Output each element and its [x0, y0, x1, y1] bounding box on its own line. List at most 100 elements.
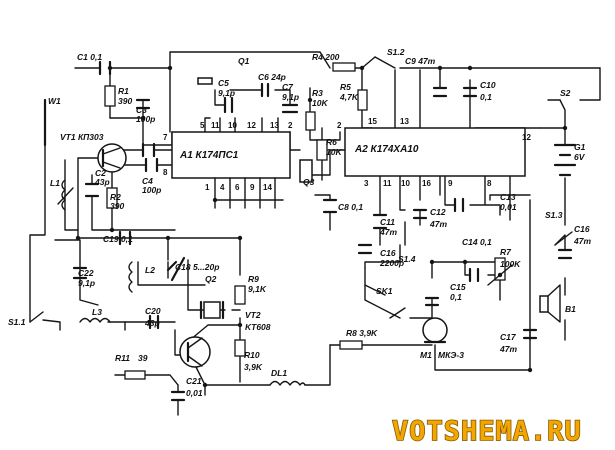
label-r7: R7 — [500, 247, 512, 257]
a1-pin-6: 6 — [235, 183, 240, 192]
label-c17: C17 — [500, 332, 517, 342]
battery-g1 — [553, 143, 577, 177]
label-c20-value: 43p — [144, 318, 160, 328]
label-c15: C15 — [450, 282, 466, 292]
a2-pin-16: 16 — [422, 179, 431, 188]
label-q2: Q2 — [205, 274, 217, 284]
a1-pin-9: 9 — [250, 183, 255, 192]
label-r10-value: 3,9K — [244, 362, 263, 372]
chip-a1: A1 К174ПС1 — [171, 131, 291, 209]
a2-pin-15: 15 — [368, 117, 377, 126]
label-c3-value: 100p — [136, 114, 155, 124]
label-r1: R1 — [118, 86, 129, 96]
a2-pin-3: 3 — [364, 179, 369, 188]
label-c18: C18 5...20p — [175, 262, 219, 272]
a1-pin-4: 4 — [220, 183, 225, 192]
a1-pin-14: 14 — [263, 183, 272, 192]
label-c13-value: 0,01 — [500, 202, 517, 212]
label-c22-value: 9,1p — [78, 278, 95, 288]
component-labels: C1 0,1 R1 390 C3 100p VT1 КП303 C2 43p R… — [48, 52, 591, 398]
label-c3: C3 — [136, 105, 147, 115]
label-r2: R2 — [110, 192, 121, 202]
label-c17-value: 47m — [499, 344, 517, 354]
a1-pin-1: 1 — [205, 183, 210, 192]
label-c21: C21 — [186, 376, 202, 386]
label-l2: L2 — [145, 265, 155, 275]
chip-a1-label: A1 К174ПС1 — [179, 150, 239, 161]
coil-symbols — [57, 179, 306, 386]
chip-a2-label: A2 К174ХА10 — [354, 144, 419, 155]
label-c8: C8 0,1 — [338, 202, 363, 212]
label-g1: G1 — [574, 142, 586, 152]
label-m1: M1 — [420, 350, 432, 360]
label-r11: R11 — [115, 353, 130, 363]
label-r9: R9 — [248, 274, 259, 284]
label-vt2-value: KT608 — [245, 322, 271, 332]
a2-pin-8: 8 — [487, 179, 492, 188]
microphone-m1 — [422, 317, 448, 344]
label-r5-value: 4,7K — [339, 92, 359, 102]
label-r9-value: 9,1K — [248, 284, 267, 294]
label-r4: R4 200 — [312, 52, 340, 62]
label-q1: Q1 — [238, 56, 250, 66]
label-c10-value: 0,1 — [480, 92, 492, 102]
label-r3-value: 10K — [312, 98, 328, 108]
label-c7: C7 — [282, 82, 294, 92]
label-s1-4: S1.4 — [398, 254, 416, 264]
label-c21-value: 0,01 — [186, 388, 203, 398]
label-r5: R5 — [340, 82, 351, 92]
label-c7-value: 9,1p — [282, 92, 299, 102]
a2-pin-13: 13 — [400, 117, 409, 126]
label-c16: C16 — [380, 248, 396, 258]
label-c2: C2 — [95, 168, 106, 178]
crystal-symbols — [197, 77, 313, 320]
label-g1-value: 6V — [574, 152, 586, 162]
chip-a2-pin-labels: 2 15 13 12 3 11 10 16 9 8 — [337, 117, 531, 188]
label-c2-value: 43p — [94, 177, 110, 187]
label-c10: C10 — [480, 80, 496, 90]
junction-dots — [75, 65, 568, 388]
a1-pin-12: 12 — [247, 121, 256, 130]
label-c4-value: 100p — [142, 185, 161, 195]
wires — [29, 51, 601, 416]
speaker-b1 — [539, 284, 561, 323]
label-s2: S2 — [560, 88, 571, 98]
label-sk1: SK1 — [376, 286, 393, 296]
label-r3: R3 — [312, 88, 323, 98]
a1-pin-13: 13 — [270, 121, 279, 130]
label-c5-value: 9,1p — [218, 88, 235, 98]
a2-pin-12: 12 — [522, 133, 531, 142]
a1-pin-11: 11 — [211, 121, 220, 130]
label-r11-value: 39 — [138, 353, 148, 363]
a2-pin-11: 11 — [383, 179, 392, 188]
label-r10: R10 — [244, 350, 260, 360]
label-c13: C13 — [500, 192, 516, 202]
capacitor-symbols — [72, 60, 573, 402]
a2-pin-2: 2 — [337, 121, 342, 130]
label-c1: C1 0,1 — [77, 52, 102, 62]
transistor-vt1 — [97, 143, 127, 173]
label-s1-2: S1.2 — [387, 47, 405, 57]
switch-symbols — [29, 56, 573, 323]
a2-pin-10: 10 — [401, 179, 410, 188]
label-c11-value: 47m — [379, 227, 397, 237]
label-c6: C6 24p — [258, 72, 286, 82]
label-c20: C20 — [145, 306, 161, 316]
label-c5: C5 — [218, 78, 229, 88]
label-q3: Q3 — [303, 177, 315, 187]
label-r2-value: 390 — [110, 201, 124, 211]
label-l3: L3 — [92, 307, 102, 317]
chip-a1-pin-labels: 7 5 11 10 12 13 2 8 1 4 6 9 14 — [163, 121, 293, 192]
label-r6: R6 — [326, 137, 337, 147]
label-c19: C19 0,1 — [103, 234, 133, 244]
a1-pin-5: 5 — [200, 121, 205, 130]
label-vt1: VT1 КП303 — [60, 132, 104, 142]
chip-a2: A2 К174ХА10 — [344, 127, 526, 177]
label-vt2: VT2 — [245, 310, 261, 320]
label-r7-value: 100K — [500, 259, 521, 269]
label-c16b-value: 47m — [573, 236, 591, 246]
a1-pin-10: 10 — [228, 121, 237, 130]
resistor-symbols — [104, 62, 513, 380]
label-r1-value: 390 — [118, 96, 132, 106]
